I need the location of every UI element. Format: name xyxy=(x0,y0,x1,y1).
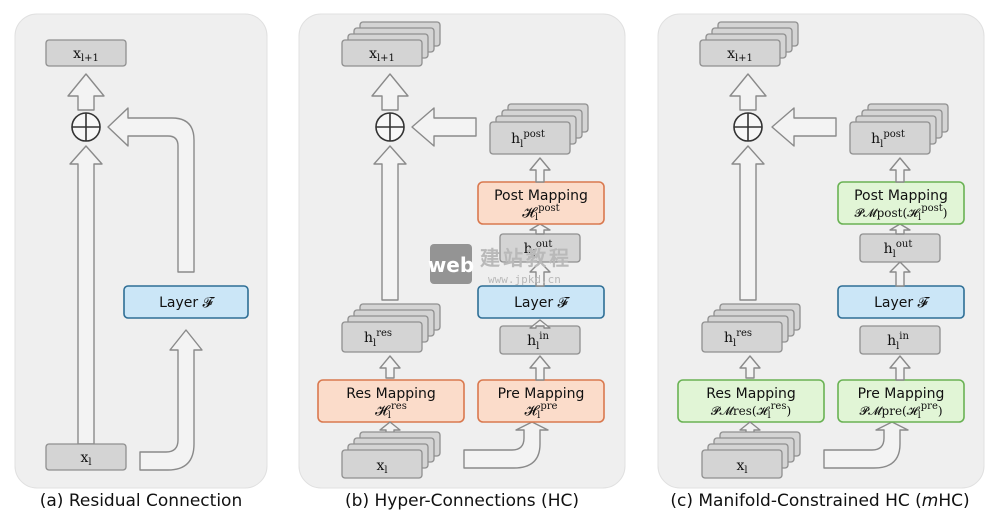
panel-residual-connection: xl+1 xl Layer 𝓕 (a) Residual Connection xyxy=(14,13,268,511)
watermark-badge-text: web xyxy=(428,253,474,277)
panel-c-h-post-label: hlpost xyxy=(871,129,905,150)
panel-b-res-mapping-title: Res Mapping xyxy=(346,386,436,402)
panel-b-h-post-label: hlpost xyxy=(511,129,545,150)
panel-b-h-in-label: hlin xyxy=(527,331,549,352)
panel-b-output-x-label: xl+1 xyxy=(369,46,395,64)
panel-a-output-x xyxy=(45,39,127,67)
panel-b-h-res-stack xyxy=(341,303,441,353)
panel-c-input-x-stack xyxy=(701,431,801,479)
panel-c-post-map-to-h-post-arrow xyxy=(889,157,911,183)
panel-a-caption: (a) Residual Connection xyxy=(40,491,242,511)
panel-b-h-out-label: hlout xyxy=(524,239,553,260)
panel-c-input-to-pre-map-arrow xyxy=(823,421,909,469)
panel-c-pre-map-to-h-in-arrow xyxy=(889,355,911,381)
panel-c-h-out-to-post-map-arrow xyxy=(889,223,911,235)
panel-c-add-node xyxy=(733,112,763,142)
panel-b-h-in-to-layer-arrow xyxy=(529,319,551,329)
panel-c-residual-arrow xyxy=(731,145,765,301)
panel-b-pre-map-to-h-in-arrow xyxy=(529,355,551,381)
panel-c-h-in-label: hlin xyxy=(887,331,909,352)
panel-b-output-x-stack xyxy=(341,21,441,67)
panel-b-post-map-to-h-post-arrow xyxy=(529,157,551,183)
panel-c-res-mapping-formula: 𝓟𝓜res(𝓗lres) xyxy=(711,401,791,421)
panel-manifold-constrained-hc: xl+1 hlres Res Mapping 𝓟𝓜res(𝓗lres) xyxy=(657,13,985,511)
panel-c-res-map-to-h-res-arrow xyxy=(739,355,761,379)
watermark: web 建站教程 www.jpkd.cn xyxy=(428,244,572,286)
panel-b-pre-mapping-formula: 𝓗lpre xyxy=(525,401,558,421)
panel-b-post-to-add-arrow xyxy=(411,107,477,147)
panel-a-background xyxy=(14,13,268,489)
panel-c-h-out-label: hlout xyxy=(884,239,913,260)
panel-b-caption: (b) Hyper-Connections (HC) xyxy=(345,491,579,511)
panel-b-h-post-stack xyxy=(489,103,589,155)
panel-b-post-mapping-title: Post Mapping xyxy=(494,188,588,204)
panel-a-output-x-label: xl+1 xyxy=(73,46,99,64)
panel-a-layer-label: Layer 𝓕 xyxy=(159,295,215,311)
panel-b-h-out-to-post-map-arrow xyxy=(529,223,551,235)
panel-b-post-mapping-formula: 𝓗lpost xyxy=(522,203,559,223)
panel-b-layer-label: Layer 𝓕 xyxy=(514,295,570,311)
panel-c-h-res-label: hlres xyxy=(724,328,752,349)
panel-c-res-mapping-title: Res Mapping xyxy=(706,386,796,402)
panel-b-residual-arrow xyxy=(373,145,407,301)
panel-b-input-x-stack xyxy=(341,431,441,479)
panel-c-h-in-box xyxy=(859,325,941,355)
panel-c-output-x-stack xyxy=(699,21,799,67)
panel-a-layer-to-add-arrow xyxy=(107,107,195,273)
panel-a-input-x xyxy=(45,443,127,471)
watermark-text: 建站教程 xyxy=(480,246,572,270)
panel-b-input-to-pre-map-arrow xyxy=(463,421,549,469)
panel-c-h-res-stack xyxy=(701,303,801,353)
panel-b-add-node xyxy=(375,112,405,142)
panel-a-input-x-label: xl xyxy=(80,450,91,468)
panel-b-pre-mapping-title: Pre Mapping xyxy=(498,386,585,402)
panel-c-post-mapping-formula: 𝓟𝓜post(𝓗lpost) xyxy=(855,203,948,223)
panel-b-res-map-to-h-res-arrow xyxy=(379,355,401,379)
panel-c-layer-label: Layer 𝓕 xyxy=(874,295,930,311)
panel-a-layer-box xyxy=(123,285,249,319)
watermark-url: www.jpkd.cn xyxy=(488,273,561,286)
panel-b-up-arrow-top xyxy=(371,73,409,111)
panel-c-pre-mapping-formula: 𝓟𝓜pre(𝓗lpre) xyxy=(859,401,942,421)
panel-b-input-x-label: xl xyxy=(376,458,387,476)
panel-c-output-x-label: xl+1 xyxy=(727,46,753,64)
panel-c-layer-to-h-out-arrow xyxy=(889,261,911,287)
watermark-badge xyxy=(430,244,472,284)
panel-c-up-arrow-top xyxy=(729,73,767,111)
panel-b-res-mapping-formula: 𝓗lres xyxy=(375,401,407,421)
panel-c-input-x-label: xl xyxy=(736,458,747,476)
panel-b-layer-to-h-out-arrow xyxy=(529,261,551,287)
panel-c-h-post-stack xyxy=(849,103,949,155)
panel-c-post-to-add-arrow xyxy=(771,107,837,147)
panel-c-post-mapping-title: Post Mapping xyxy=(854,188,948,204)
panel-a-add-node xyxy=(71,112,101,142)
panel-a-up-arrow-top xyxy=(67,73,105,111)
panel-a-input-to-layer-arrow xyxy=(139,329,203,471)
panel-c-caption: (c) Manifold-Constrained HC (mHC) xyxy=(670,491,969,511)
panel-c-pre-mapping-title: Pre Mapping xyxy=(858,386,945,402)
panel-a-identity-arrow xyxy=(69,145,103,445)
panel-b-h-res-label: hlres xyxy=(364,328,392,349)
